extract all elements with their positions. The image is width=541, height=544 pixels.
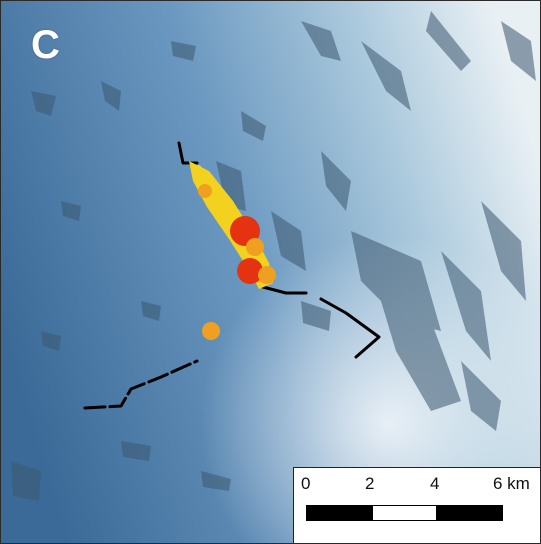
seafloor-ridge bbox=[201, 471, 231, 491]
seafloor-ridge bbox=[426, 11, 471, 71]
seafloor-features bbox=[11, 11, 536, 501]
scale-tick-2: 2 bbox=[365, 474, 375, 493]
rupture-patch-orange bbox=[246, 238, 264, 256]
seafloor-ridge bbox=[171, 41, 196, 61]
rupture-patch-orange bbox=[198, 184, 212, 198]
rupture-patch-orange bbox=[202, 322, 220, 340]
scale-tick-4: 4 bbox=[430, 474, 440, 493]
scale-tick-0: 0 bbox=[301, 474, 311, 493]
rupture-zone bbox=[189, 161, 276, 340]
seafloor-ridge bbox=[321, 151, 351, 211]
rupture-patch-orange bbox=[258, 266, 276, 284]
seafloor-ridge bbox=[121, 441, 151, 461]
seafloor-ridge bbox=[241, 111, 266, 141]
fault-trace-east bbox=[319, 297, 381, 359]
seafloor-ridge bbox=[11, 461, 41, 501]
seafloor-ridge bbox=[216, 161, 246, 211]
seafloor-ridge bbox=[441, 251, 491, 361]
panel-label: C bbox=[31, 23, 60, 67]
seafloor-ridge bbox=[461, 361, 501, 431]
seafloor-ridge bbox=[141, 301, 161, 321]
seafloor-ridge bbox=[41, 331, 61, 351]
seafloor-ridge bbox=[61, 201, 81, 221]
seafloor-ridge bbox=[381, 301, 461, 411]
seafloor-ridge bbox=[101, 81, 121, 111]
seafloor-ridge bbox=[481, 201, 526, 301]
rupture-patch-yellow bbox=[194, 165, 202, 173]
scale-segment-2 bbox=[373, 506, 436, 520]
scale-tick-6: 6 km bbox=[493, 474, 530, 493]
seafloor-ridge bbox=[271, 211, 306, 271]
rupture-patch-red bbox=[237, 258, 263, 284]
seafloor-ridge bbox=[501, 21, 536, 81]
scale-bar: 0 2 4 6 km bbox=[293, 467, 540, 543]
seafloor-ridge bbox=[361, 41, 411, 111]
scale-segment-1 bbox=[307, 506, 373, 520]
fault-trace-southwest bbox=[83, 359, 199, 410]
seafloor-ridge bbox=[351, 231, 441, 331]
seafloor-ridge bbox=[31, 91, 56, 116]
seafloor-ridge bbox=[301, 21, 341, 61]
scale-segment-3 bbox=[436, 506, 502, 520]
seafloor-ridge bbox=[301, 301, 331, 331]
scale-bar-graphic bbox=[306, 505, 503, 521]
fault-trace-central bbox=[261, 285, 308, 295]
